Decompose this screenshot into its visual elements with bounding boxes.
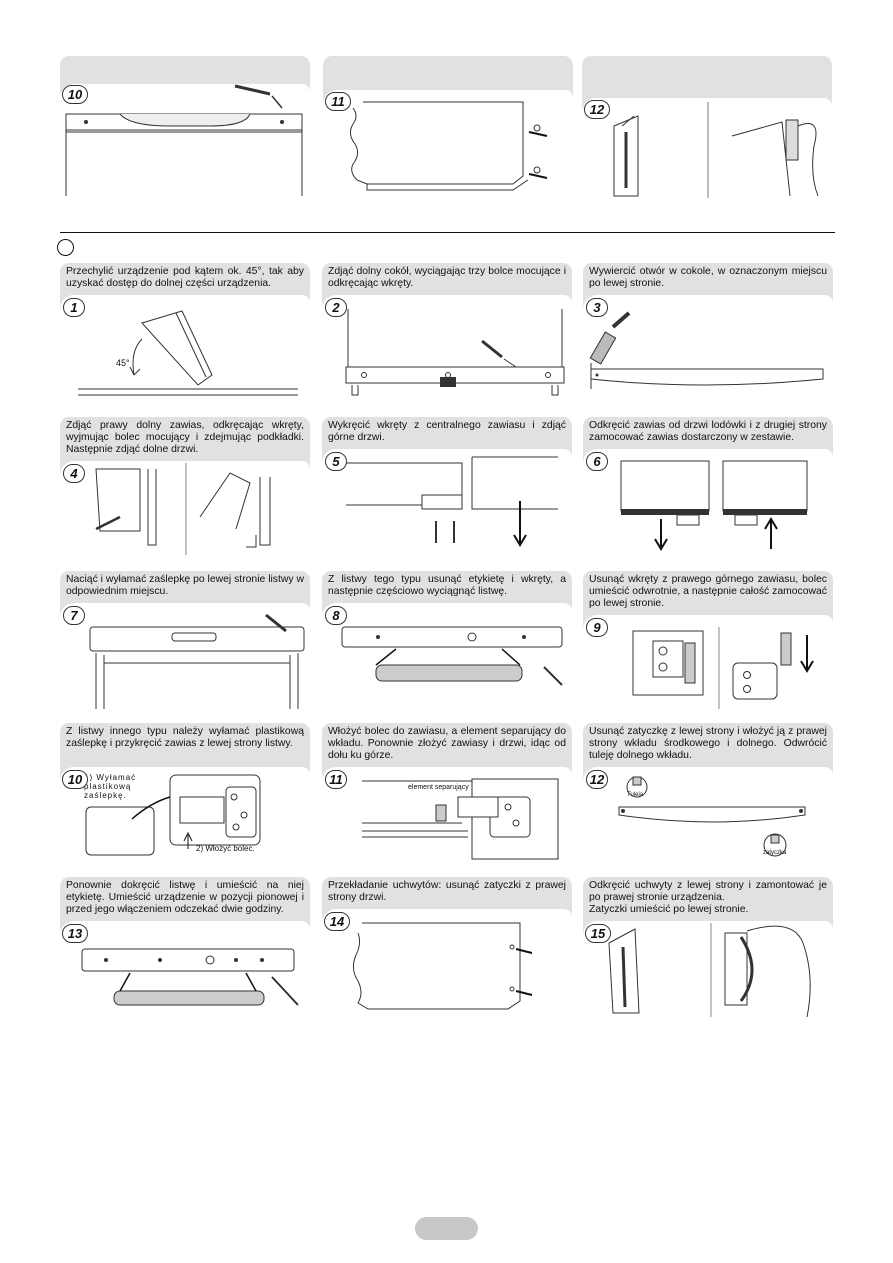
step-instruction: Naciąć i wyłamać zaślepkę po lewej stron… [66, 574, 304, 598]
drill-plinth-illustration [589, 311, 824, 389]
center-hinge-removal-illustration [346, 456, 558, 547]
figure-label: element separujący [408, 784, 469, 791]
section-divider [60, 232, 835, 234]
step-card: Usunąć zatyczkę z lewej strony i włożyć … [583, 723, 833, 865]
step-number: 8 [325, 606, 347, 625]
handle-plug-removal-illustration [352, 922, 533, 1010]
top-step-card: 10 [60, 56, 310, 202]
step-instruction: Odkręcić uchwyty z lewej strony i zamont… [589, 880, 827, 916]
step-number: 7 [63, 606, 85, 625]
step-number: 12 [586, 770, 608, 789]
step-instruction: Zdjąć prawy dolny zawias, odkręcając wkr… [66, 420, 304, 456]
step-card: Z listwy tego typu usunąć etykietę i wkr… [322, 571, 572, 711]
step-instruction: Przechylić urządzenie pod kątem ok. 45°,… [66, 266, 304, 290]
step-number: 11 [325, 770, 347, 789]
step-number: 6 [586, 452, 608, 471]
step-instruction: Wykręcić wkręty z centralnego zawiasu i … [328, 420, 566, 444]
step-number: 1 [63, 298, 85, 317]
section-marker [57, 239, 74, 256]
top-step-card: 12 [582, 56, 832, 202]
step-instruction: Odkręcić zawias od drzwi lodówki i z dru… [589, 420, 827, 444]
lower-hinge-removal-illustration [95, 463, 271, 555]
step-card: Wywiercić otwór w cokole, w oznaczonym m… [583, 263, 833, 403]
angle-label: 45° [116, 358, 130, 368]
step-number: 11 [325, 92, 351, 111]
step-number: 10 [62, 770, 88, 789]
top-strip-removal-illustration [341, 626, 563, 686]
strip-reinstall-illustration [81, 948, 299, 1006]
upper-hinge-swap-illustration [632, 627, 814, 709]
step-card: Przekładanie uchwytów: usunąć zatyczki z… [322, 877, 572, 1020]
figure-label: 2) Włożyć bolec. [196, 844, 255, 853]
step-number: 5 [325, 452, 347, 471]
step-card: Zdjąć prawy dolny zawias, odkręcając wkr… [60, 417, 310, 557]
handle-relocation-illustration [608, 923, 811, 1018]
fridge-top-panel-illustration [65, 84, 303, 196]
step-instruction: Włożyć bolec do zawiasu, a element separ… [328, 726, 566, 762]
figure-label: Tuleja [627, 792, 644, 798]
step-instruction: Usunąć zatyczkę z lewej strony i włożyć … [589, 726, 827, 762]
step-card: Odkręcić uchwyty z lewej strony i zamont… [583, 877, 833, 1020]
top-step-card: 11 [323, 56, 573, 202]
figure-label: zatyczka [763, 850, 787, 856]
step-card: Z listwy innego typu należy wyłamać plas… [60, 723, 310, 865]
step-number: 4 [63, 464, 85, 483]
plug-and-sleeve-illustration [618, 776, 806, 857]
step-card: Ponownie dokręcić listwę i umieścić na n… [60, 877, 310, 1020]
handle-swap-illustration [613, 102, 819, 198]
door-handle-plugs-illustration [349, 101, 548, 191]
step-card: Przechylić urządzenie pod kątem ok. 45°,… [60, 263, 310, 403]
door-hinge-swap-illustration [620, 460, 808, 551]
page-number-badge [415, 1217, 478, 1240]
step-number: 14 [324, 912, 350, 931]
step-number: 10 [62, 85, 88, 104]
step-card: Zdjąć dolny cokół, wyciągając trzy bolce… [322, 263, 572, 403]
step-instruction: Przekładanie uchwytów: usunąć zatyczki z… [328, 880, 566, 904]
fridge-tilt-illustration [78, 310, 298, 396]
plinth-removal-illustration [345, 309, 565, 396]
step-instruction: Ponownie dokręcić listwę i umieścić na n… [66, 880, 304, 916]
step-card: Odkręcić zawias od drzwi lodówki i z dru… [583, 417, 833, 557]
step-instruction: Wywiercić otwór w cokole, w oznaczonym m… [589, 266, 827, 290]
step-instruction: Zdjąć dolny cokół, wyciągając trzy bolce… [328, 266, 566, 290]
plastic-cap-hinge-illustration [85, 774, 261, 856]
step-number: 3 [586, 298, 608, 317]
step-card: Naciąć i wyłamać zaślepkę po lewej stron… [60, 571, 310, 711]
step-card: Usunąć wkręty z prawego górnego zawiasu,… [583, 571, 833, 711]
step-number: 9 [586, 618, 608, 637]
figure-label: 1) Wyłamać plastikową zaślepkę. [84, 773, 137, 800]
step-instruction: Usunąć wkręty z prawego górnego zawiasu,… [589, 574, 827, 610]
step-number: 2 [325, 298, 347, 317]
step-number: 13 [62, 924, 88, 943]
step-number: 15 [585, 924, 611, 943]
step-card: Wykręcić wkręty z centralnego zawiasu i … [322, 417, 572, 557]
cap-removal-illustration [89, 613, 305, 709]
reassemble-hinge-illustration [362, 778, 559, 860]
step-instruction: Z listwy tego typu usunąć etykietę i wkr… [328, 574, 566, 598]
step-card: Włożyć bolec do zawiasu, a element separ… [322, 723, 572, 865]
step-number: 12 [584, 100, 610, 119]
step-instruction: Z listwy innego typu należy wyłamać plas… [66, 726, 304, 750]
